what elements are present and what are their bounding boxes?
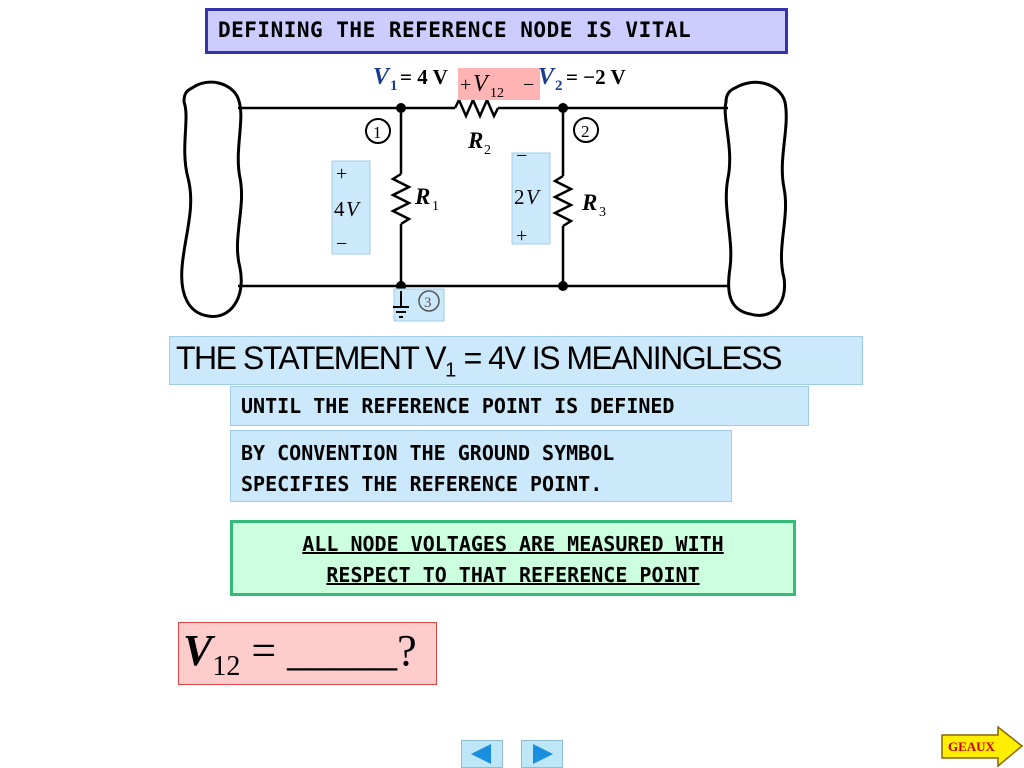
circuit-diagram: V 1 = 4 V + V 12 − V 2 = −2 V R 2 1 2 R … (180, 64, 788, 322)
svg-text:1: 1 (390, 78, 398, 94)
svg-text:V: V (473, 71, 490, 97)
svg-text:R: R (581, 190, 597, 215)
svg-text:V: V (538, 64, 556, 90)
convention-box: BY CONVENTION THE GROUND SYMBOL SPECIFIE… (230, 430, 732, 502)
node-1-label: 1 (373, 123, 382, 142)
geaux-button[interactable]: GEAUX (940, 725, 1024, 768)
right-network-blob (723, 80, 788, 317)
node-3-label: 3 (424, 295, 432, 311)
left-network-blob (180, 80, 244, 318)
question-box: V12 = _____? (178, 622, 437, 685)
ground-symbol (393, 291, 409, 318)
svg-text:V: V (346, 197, 361, 221)
svg-text:−: − (523, 74, 534, 96)
svg-text:+: + (516, 225, 527, 247)
svg-text:2: 2 (555, 78, 563, 94)
resistor-r2 (453, 96, 500, 120)
statement-box: THE STATEMENT V1 = 4V IS MEANINGLESS (169, 336, 863, 385)
svg-text:12: 12 (490, 86, 504, 101)
resistor-r3 (552, 174, 574, 228)
resistor-r1 (390, 172, 412, 226)
svg-text:2: 2 (484, 143, 491, 158)
key-point-box: ALL NODE VOLTAGES ARE MEASURED WITH RESP… (230, 520, 796, 596)
svg-text:−: − (516, 145, 527, 167)
right-arrow-icon (533, 744, 553, 764)
until-box: UNTIL THE REFERENCE POINT IS DEFINED (230, 386, 809, 426)
v2-value: = −2 V (566, 65, 626, 89)
next-button[interactable] (521, 740, 563, 768)
svg-text:+: + (460, 74, 471, 96)
svg-text:R: R (414, 184, 430, 209)
svg-text:V: V (373, 64, 391, 90)
svg-text:4: 4 (334, 197, 345, 221)
previous-button[interactable] (461, 740, 503, 768)
svg-text:R: R (467, 128, 483, 153)
svg-text:−: − (336, 233, 347, 255)
svg-text:3: 3 (599, 205, 606, 220)
left-arrow-icon (471, 744, 491, 764)
svg-text:+: + (336, 163, 347, 185)
v1-value: = 4 V (400, 65, 448, 89)
svg-text:V: V (526, 185, 541, 209)
node-2-label: 2 (581, 122, 590, 141)
svg-text:GEAUX: GEAUX (948, 739, 996, 754)
slide-title: DEFINING THE REFERENCE NODE IS VITAL (205, 8, 788, 54)
svg-text:1: 1 (432, 199, 439, 214)
svg-text:2: 2 (514, 185, 525, 209)
